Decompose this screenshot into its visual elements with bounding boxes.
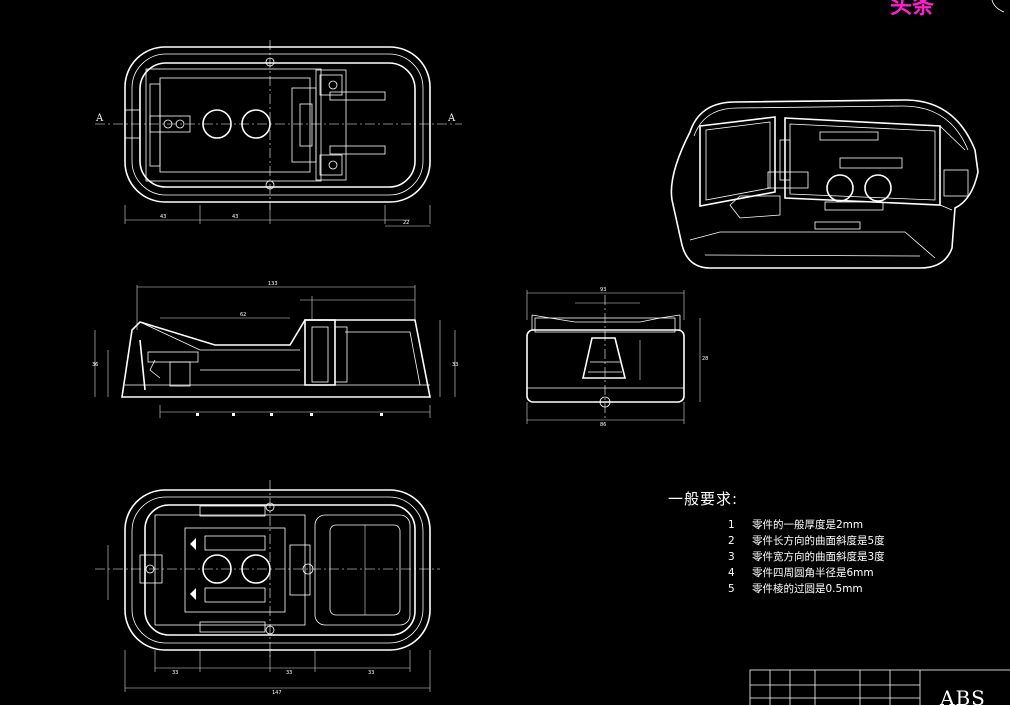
requirements-heading: 一般要求: [668,490,739,508]
isometric-view [670,99,979,269]
top-view: 43 43 22 A A [95,40,462,227]
corner-mark [991,0,1005,13]
title-block [749,669,1010,705]
dim-front-height-2: 33 [452,362,458,368]
dim-front-height-1: 36 [92,362,98,368]
dim-bottom-2: 33 [286,670,292,676]
dim-bottom-total: 147 [272,690,282,696]
section-mark-right: A [447,113,456,124]
dim-top-2: 43 [232,214,238,220]
material-label: ABS [940,686,986,705]
side-view: 93 86 28 [526,287,708,428]
dim-front-mid: 62 [240,312,246,318]
bottom-view: 147 33 33 33 [95,480,440,696]
dim-bottom-1: 33 [172,670,178,676]
front-section-view: 133 62 36 33 [92,281,458,418]
dim-side-right: 28 [702,356,708,362]
dim-front-top: 133 [268,281,278,287]
dim-side-bottom: 86 [600,422,606,428]
section-mark-left: A [95,113,104,124]
dim-top-3: 22 [403,220,409,226]
dim-side-top: 93 [600,287,606,293]
corner-stamp-text: 头条 [890,0,935,19]
dim-top-1: 43 [160,214,166,220]
dim-bottom-3: 33 [368,670,374,676]
